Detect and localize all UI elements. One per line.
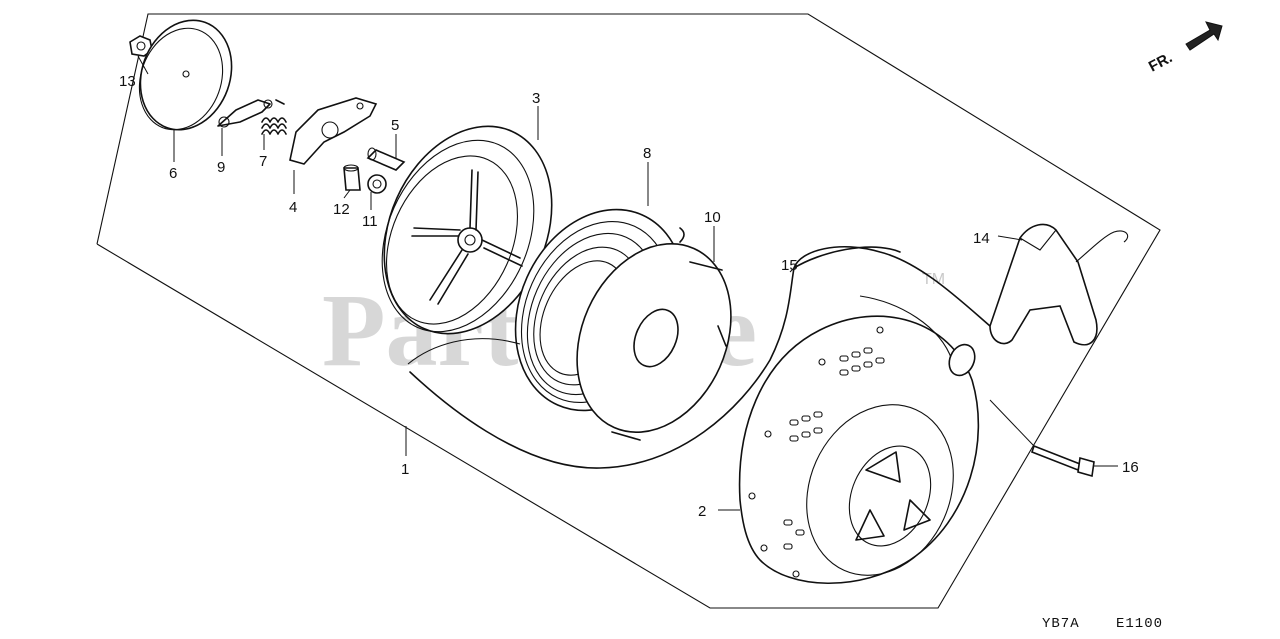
part-5-pin[interactable] xyxy=(366,147,406,171)
part-1-rope[interactable] xyxy=(409,246,991,469)
callout-15[interactable]: 15 xyxy=(781,257,798,274)
part-10-spring-cover[interactable] xyxy=(548,219,759,457)
callout-9[interactable]: 9 xyxy=(217,159,225,176)
part-7-spring[interactable] xyxy=(261,117,287,135)
callout-16[interactable]: 16 xyxy=(1122,459,1139,476)
callout-13[interactable]: 13 xyxy=(119,73,136,90)
part-11-washer[interactable] xyxy=(367,174,387,194)
part-3-reel[interactable] xyxy=(353,100,583,361)
part-16-bolt[interactable] xyxy=(1031,444,1095,478)
part-6-plate[interactable] xyxy=(126,7,247,142)
assembly-frame xyxy=(96,13,1161,609)
diagram-code: YB7A xyxy=(1042,616,1080,632)
part-4-ratchet[interactable] xyxy=(289,97,378,165)
callout-1[interactable]: 1 xyxy=(401,461,409,478)
callout-labels: 1 2 3 4 5 6 7 8 9 10 11 12 13 14 15 16 xyxy=(119,73,1139,520)
callout-11[interactable]: 11 xyxy=(362,213,378,230)
callout-7[interactable]: 7 xyxy=(259,153,267,170)
part-14-starter-grip[interactable] xyxy=(945,223,1129,379)
callout-12[interactable]: 12 xyxy=(333,201,350,218)
leader-lines xyxy=(137,55,1118,511)
callout-8[interactable]: 8 xyxy=(643,145,651,162)
callout-14[interactable]: 14 xyxy=(973,230,990,247)
part-12-pin[interactable] xyxy=(343,164,361,191)
part-9-clip[interactable] xyxy=(217,99,285,128)
part-15-starter-rope[interactable] xyxy=(793,246,901,269)
revision-code: E1100 xyxy=(1116,616,1163,632)
callout-3[interactable]: 3 xyxy=(532,90,540,107)
callout-10[interactable]: 10 xyxy=(704,209,721,226)
callout-5[interactable]: 5 xyxy=(391,117,399,134)
front-arrow-icon xyxy=(1185,21,1223,51)
part-2-fan-cover[interactable] xyxy=(738,295,980,599)
callout-4[interactable]: 4 xyxy=(289,199,297,216)
callout-2[interactable]: 2 xyxy=(698,503,706,520)
callout-6[interactable]: 6 xyxy=(169,165,177,182)
front-direction-indicator: FR. xyxy=(1146,21,1223,76)
front-label: FR. xyxy=(1146,49,1175,75)
